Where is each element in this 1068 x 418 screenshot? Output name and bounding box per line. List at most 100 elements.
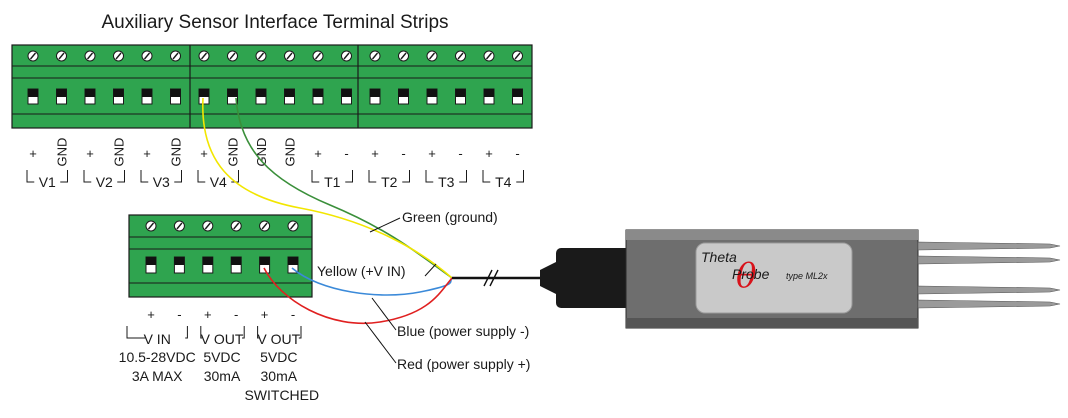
label-blue-wire: Blue (power supply -): [397, 323, 529, 339]
label-yellow-wire: Yellow (+V IN): [317, 263, 406, 279]
bottom-group-voltage: 5VDC: [203, 349, 240, 365]
top-group-label: V3: [153, 174, 170, 190]
wires: [202, 97, 548, 324]
top-terminal-slot: [198, 88, 210, 105]
bottom-terminal-slot: [202, 256, 214, 274]
top-pin-label: GND: [254, 138, 269, 167]
probe-cable-gland: [556, 248, 634, 308]
probe-rods: [917, 241, 1061, 309]
probe-brand-top: Theta: [701, 249, 737, 265]
top-terminal-screw-icon: [512, 50, 523, 62]
top-terminal-screw-icon: [255, 50, 267, 62]
bottom-terminal-screw-icon: [259, 220, 271, 232]
top-terminal-slot: [255, 88, 267, 105]
top-group-bracket: T2: [368, 170, 410, 190]
bottom-group-current: 30mA: [261, 368, 298, 384]
top-terminal-screw-icon: [369, 50, 381, 62]
bottom-terminal-slot: [259, 256, 271, 274]
top-group-bracket: V2: [83, 170, 125, 190]
bottom-group-current: 3A MAX: [132, 368, 183, 384]
top-pin-label: +: [314, 146, 322, 161]
top-pin-label: GND: [226, 138, 241, 167]
top-terminal-slot: [398, 88, 409, 105]
top-terminal-slot: [512, 88, 523, 105]
top-screw-row: [27, 50, 523, 62]
bottom-pin-label: +: [147, 307, 155, 322]
top-terminal-slot: [141, 88, 153, 105]
bottom-group-voltage: 5VDC: [260, 349, 297, 365]
diagram-title: Auxiliary Sensor Interface Terminal Stri…: [101, 12, 448, 33]
top-pin-label: -: [458, 146, 462, 161]
bottom-terminal-screw-icon: [287, 220, 299, 232]
top-terminal-screw-icon: [113, 50, 124, 62]
top-terminal-slot: [170, 88, 181, 105]
bottom-terminal-screw-icon: [202, 220, 214, 232]
bottom-terminal-screw-icon: [230, 220, 242, 232]
wire-yellow-top: [202, 97, 453, 279]
top-terminal-screw-icon: [170, 50, 181, 62]
top-terminal-screw-icon: [227, 50, 238, 62]
top-group-label: T4: [495, 174, 512, 190]
bottom-slot-row: [145, 256, 299, 274]
wire-red-bottom: [263, 267, 453, 324]
top-group-bracket: V3: [140, 170, 182, 190]
probe-brand-bottom: Probe: [732, 266, 770, 282]
bottom-terminal-slot: [145, 256, 157, 274]
top-terminal-screw-icon: [56, 50, 67, 62]
top-pin-label: GND: [169, 138, 184, 167]
label-green-wire: Green (ground): [402, 209, 498, 225]
top-pin-label: -: [401, 146, 405, 161]
bottom-screw-row: [145, 220, 299, 232]
bottom-terminal-screw-icon: [173, 220, 185, 232]
bottom-terminal-screw-icon: [145, 220, 157, 232]
top-terminal-slot: [227, 88, 238, 105]
top-group-bracket: V4: [197, 170, 239, 190]
top-slot-row: [27, 88, 523, 105]
top-group-label: T3: [438, 174, 455, 190]
top-terminal-screw-icon: [141, 50, 153, 62]
top-group-label: T1: [324, 174, 341, 190]
bottom-pin-label: +: [204, 307, 212, 322]
probe-label-panel: [695, 242, 853, 314]
top-terminal-slot: [84, 88, 96, 105]
top-pin-label: +: [29, 146, 37, 161]
top-group-label: V1: [39, 174, 56, 190]
top-pin-label: +: [86, 146, 94, 161]
top-terminal-screw-icon: [398, 50, 409, 62]
wire-blue-bottom: [291, 267, 453, 296]
top-terminal-slot: [56, 88, 67, 105]
top-terminal-screw-icon: [27, 50, 39, 62]
top-terminal-screw-icon: [198, 50, 210, 62]
bottom-pin-label: -: [291, 307, 295, 322]
theta-probe: θ Theta Probe type ML2x: [540, 229, 1061, 329]
top-pin-label: +: [371, 146, 379, 161]
top-group-bracket: T1: [311, 170, 353, 190]
top-group-brackets: V1 V2 V3 V4 T1 T2 T3 T4: [26, 170, 524, 190]
top-group-bracket: V1: [26, 170, 68, 190]
top-pin-label: -: [344, 146, 348, 161]
top-terminal-slot: [426, 88, 438, 105]
bottom-group-current: 30mA: [204, 368, 241, 384]
bottom-pin-labels: +-+-+-: [147, 307, 295, 322]
top-terminal-screw-icon: [84, 50, 96, 62]
probe-model: type ML2x: [786, 271, 828, 281]
top-terminal-slot: [113, 88, 124, 105]
top-pin-label: GND: [283, 138, 298, 167]
top-terminal-slot: [341, 88, 352, 105]
label-red-wire: Red (power supply +): [397, 356, 530, 372]
top-terminal-slot: [284, 88, 295, 105]
bottom-group-note: SWITCHED: [244, 387, 319, 403]
top-pin-label: GND: [55, 138, 70, 167]
wire-callouts: Green (ground) Yellow (+V IN) Blue (powe…: [317, 209, 530, 372]
top-terminal-screw-icon: [483, 50, 495, 62]
theta-logo-icon: θ: [736, 256, 756, 296]
top-pin-label: GND: [112, 138, 127, 167]
top-group-bracket: T3: [425, 170, 467, 190]
top-terminal-slot: [312, 88, 324, 105]
top-terminal-screw-icon: [312, 50, 324, 62]
